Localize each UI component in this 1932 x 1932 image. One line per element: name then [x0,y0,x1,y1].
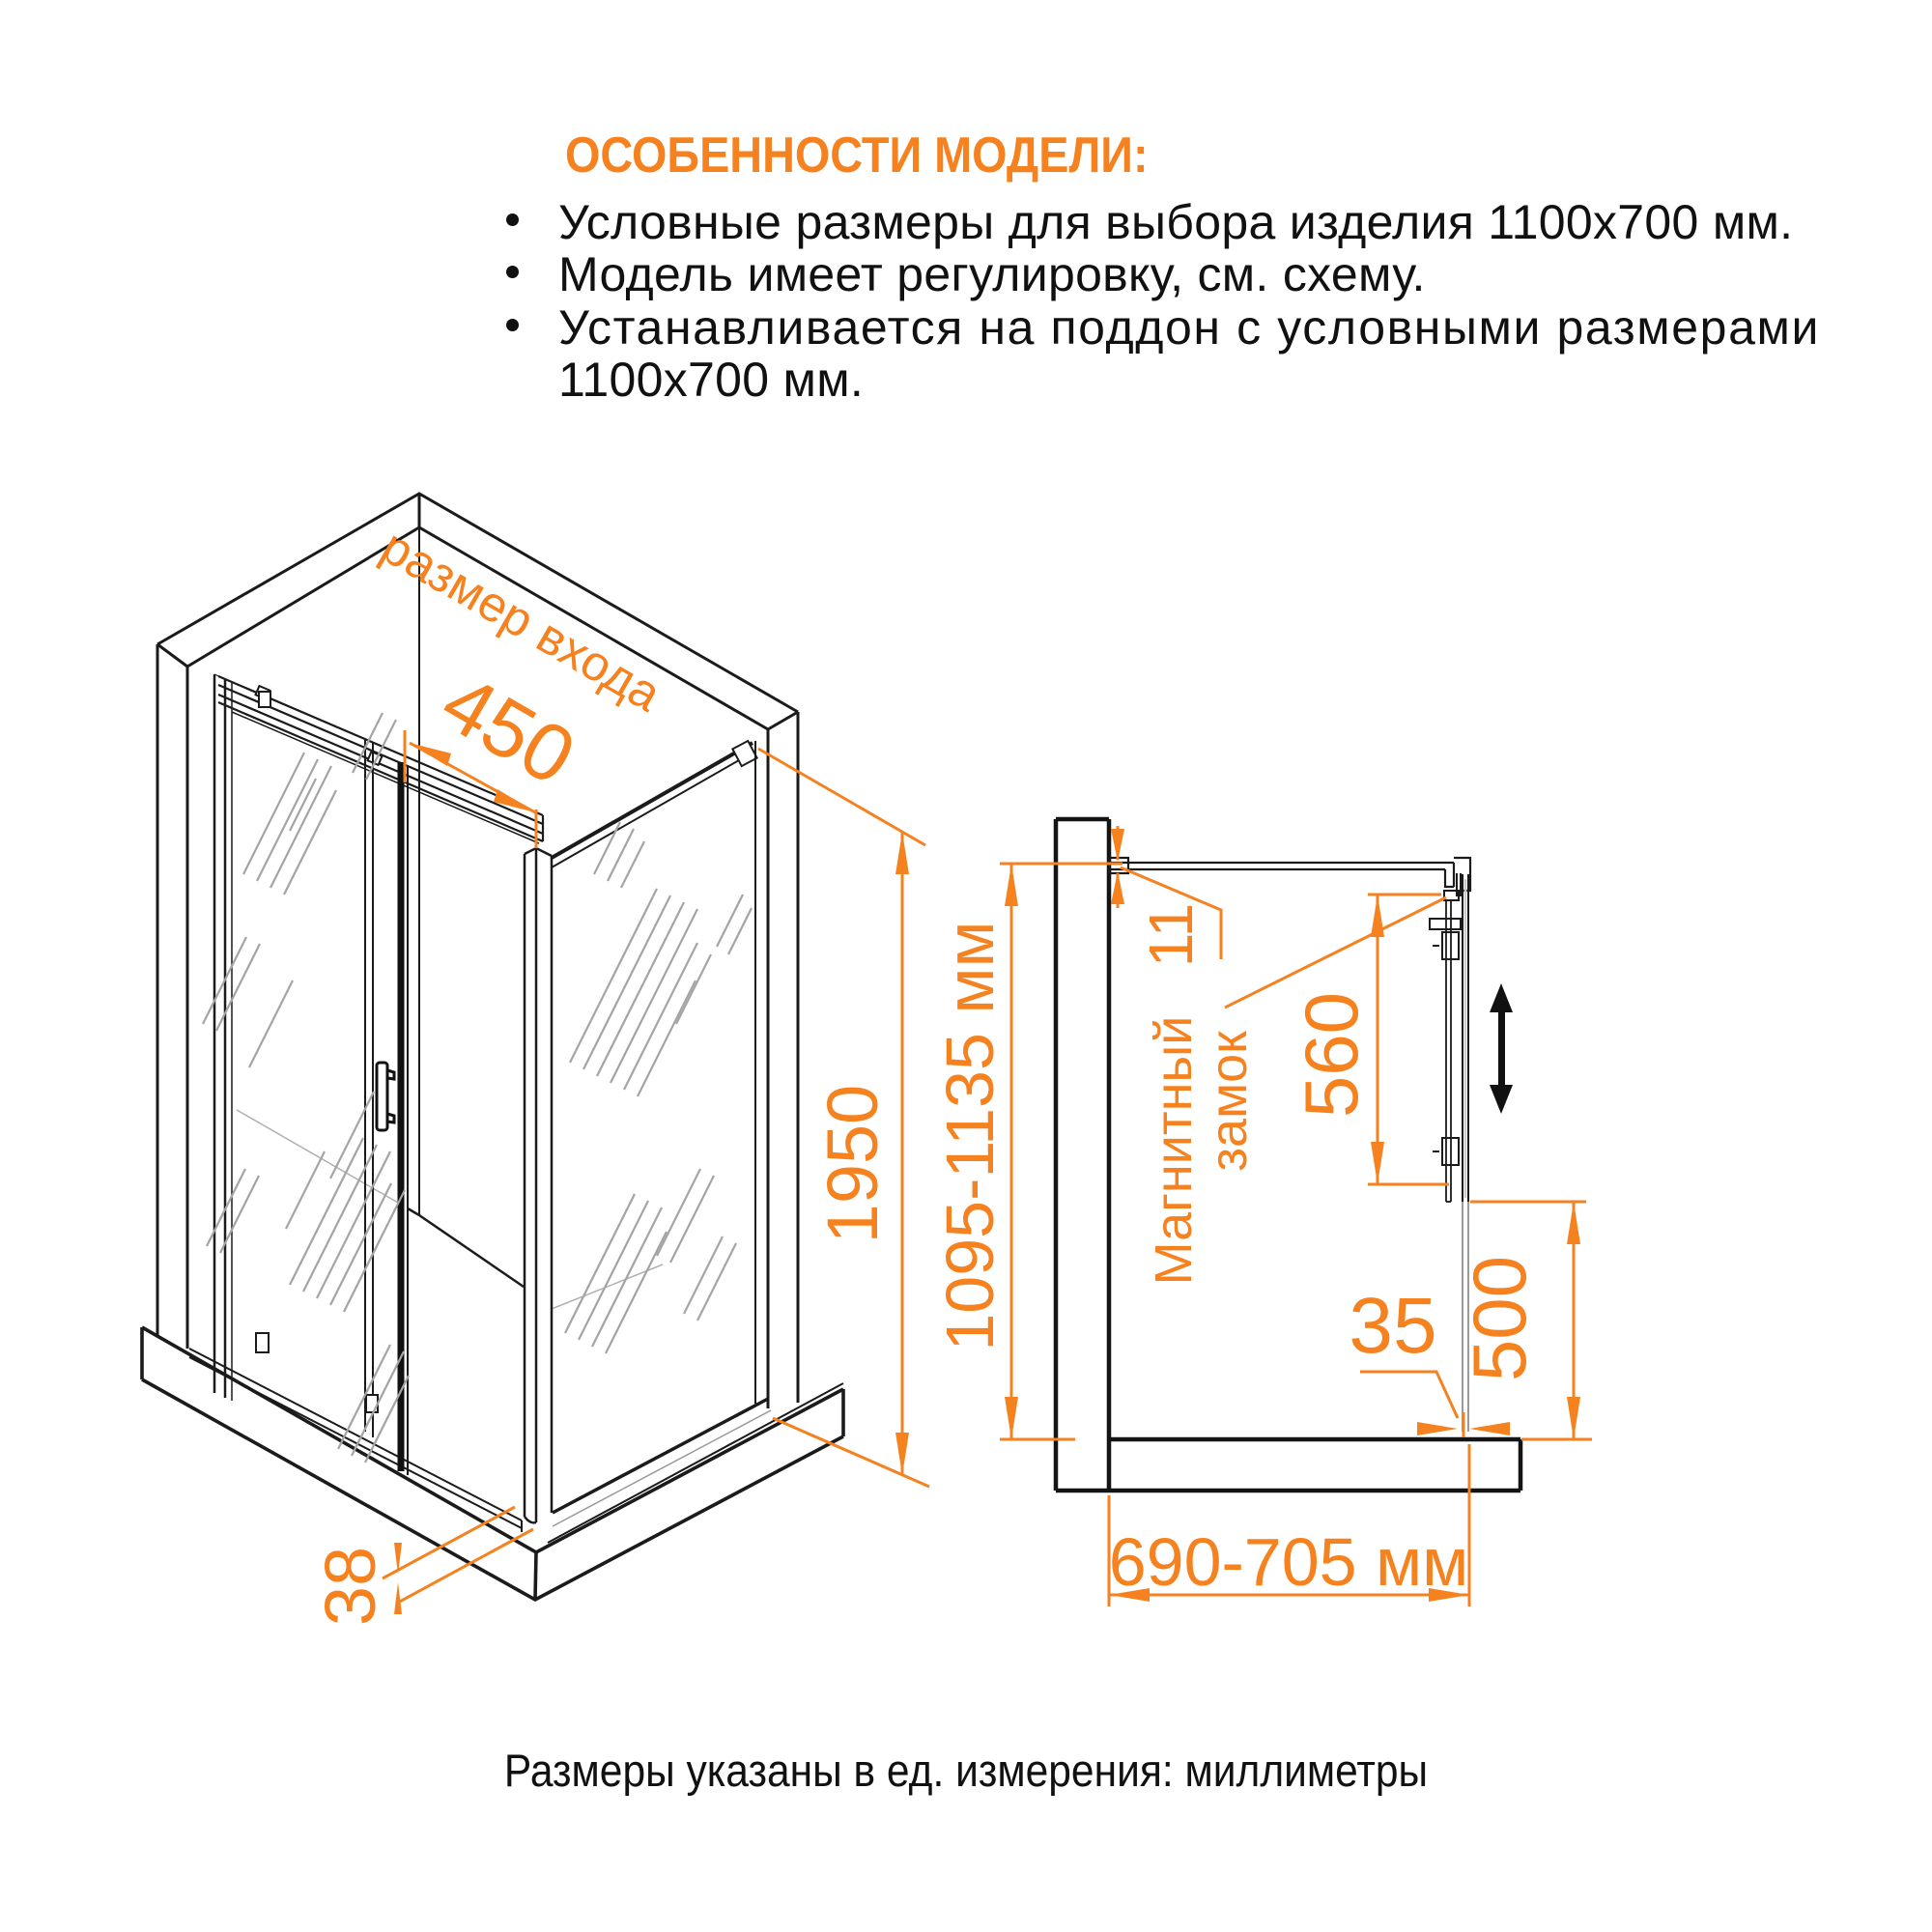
svg-text:1950: 1950 [812,1085,893,1244]
svg-text:690-705 мм: 690-705 мм [1109,1524,1469,1600]
svg-text:500: 500 [1457,1256,1542,1381]
svg-text:560: 560 [1289,992,1374,1118]
svg-text:38: 38 [310,1547,390,1626]
svg-text:450: 450 [427,656,589,802]
svg-text:Магнитный: Магнитный [1145,1016,1203,1286]
svg-text:замок: замок [1200,1031,1258,1172]
svg-text:1095-1135 мм: 1095-1135 мм [932,921,1008,1350]
svg-text:11: 11 [1136,903,1206,967]
svg-text:35: 35 [1349,1282,1436,1370]
